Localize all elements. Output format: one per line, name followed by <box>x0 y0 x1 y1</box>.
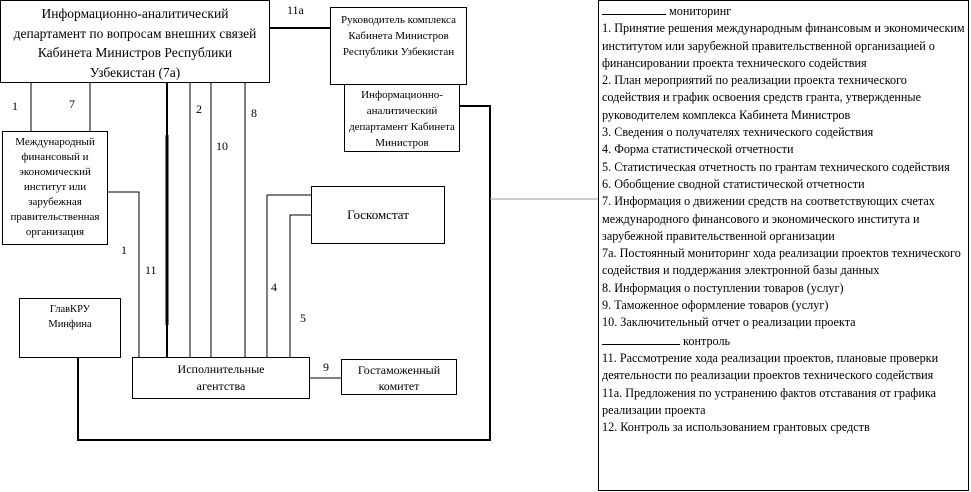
heading-text: мониторинг <box>669 4 732 18</box>
line-1-intl-to-agencies <box>108 191 140 358</box>
legend-item: 7. Информация о движении средств на соот… <box>602 194 935 243</box>
legend-item: 12. Контроль за использованием грантовых… <box>602 420 870 435</box>
legend-item: 3. Сведения о получателях технического с… <box>602 125 874 140</box>
legend-control-list: 11. Рассмотрение хода реализации проекто… <box>602 350 965 436</box>
box-label: ГлавКРУ Минфина <box>48 304 92 331</box>
edge-label-9: 9 <box>323 360 329 374</box>
box-label: Исполнительные агентства <box>177 362 265 393</box>
box-label: Руководитель комплекса Кабинета Министро… <box>341 14 456 58</box>
box-label: Госкомстат <box>347 206 409 222</box>
legend-panel: мониторинг 1. Принятие решения междунаро… <box>598 0 969 491</box>
box-label: Международный финансовый и экономический… <box>10 136 100 238</box>
box-info-dept-cabinet: Информационно-аналитический департамент … <box>344 84 460 152</box>
legend-item: 11а. Предложения по устранению фактов от… <box>602 385 936 417</box>
box-goskomstat: Госкомстат <box>311 186 445 244</box>
edge-label-11a: 11а <box>287 3 304 17</box>
legend-item: 4. Форма статистической отчетности <box>602 142 794 157</box>
legend-item: 1. Принятие решения международным финанс… <box>602 21 965 70</box>
blank-underline <box>602 332 680 345</box>
edge-label-2: 2 <box>196 102 202 116</box>
box-glavkru: ГлавКРУ Минфина <box>19 298 121 358</box>
line-5 <box>289 214 311 358</box>
box-label: Информационно-аналитический департамент … <box>349 89 455 149</box>
box-head-complex: Руководитель комплекса Кабинета Министро… <box>330 7 467 85</box>
line-4 <box>266 194 311 358</box>
edge-label-1: 1 <box>12 99 18 113</box>
edge-label-10: 10 <box>216 139 228 153</box>
legend-item: 6. Обобщение сводной статистической отче… <box>602 176 865 191</box>
blank-underline <box>602 2 666 15</box>
box-info-dept-foreign: Информационно-аналитический департамент … <box>0 0 270 83</box>
legend-control-heading: контроль <box>602 332 965 350</box>
legend-monitoring-heading: мониторинг <box>602 2 965 20</box>
legend-item: 5. Статистическая отчетность по грантам … <box>602 159 950 174</box>
legend-item: 10. Заключительный отчет о реализации пр… <box>602 315 856 330</box>
edge-label-4: 4 <box>271 280 277 294</box>
box-customs: Гостаможенный комитет <box>341 359 457 395</box>
edge-label-8: 8 <box>251 106 257 120</box>
box-intl-institute: Международный финансовый и экономический… <box>2 131 108 245</box>
edge-label-7: 7 <box>69 97 75 111</box>
legend-monitoring-list: 1. Принятие решения международным финанс… <box>602 20 965 331</box>
legend-item: 2. План мероприятий по реализации проект… <box>602 73 922 122</box>
legend-item: 11. Рассмотрение хода реализации проекто… <box>602 350 939 383</box>
heading-text: контроль <box>683 333 731 348</box>
edge-label-5: 5 <box>300 311 306 325</box>
box-label: Информационно-аналитический департамент … <box>13 6 257 80</box>
legend-item: 8. Информация о поступлении товаров (усл… <box>602 280 844 295</box>
box-label: Гостаможенный комитет <box>357 363 441 394</box>
legend-item: 7а. Постоянный мониторинг хода реализаци… <box>602 246 961 278</box>
edge-label-11: 11 <box>145 263 157 277</box>
legend-item: 9. Таможенное оформление товаров (услуг) <box>602 298 829 313</box>
edge-label-1b: 1 <box>121 243 127 257</box>
box-executive-agencies: Исполнительные агентства <box>132 357 310 399</box>
line-12-control <box>77 105 491 441</box>
